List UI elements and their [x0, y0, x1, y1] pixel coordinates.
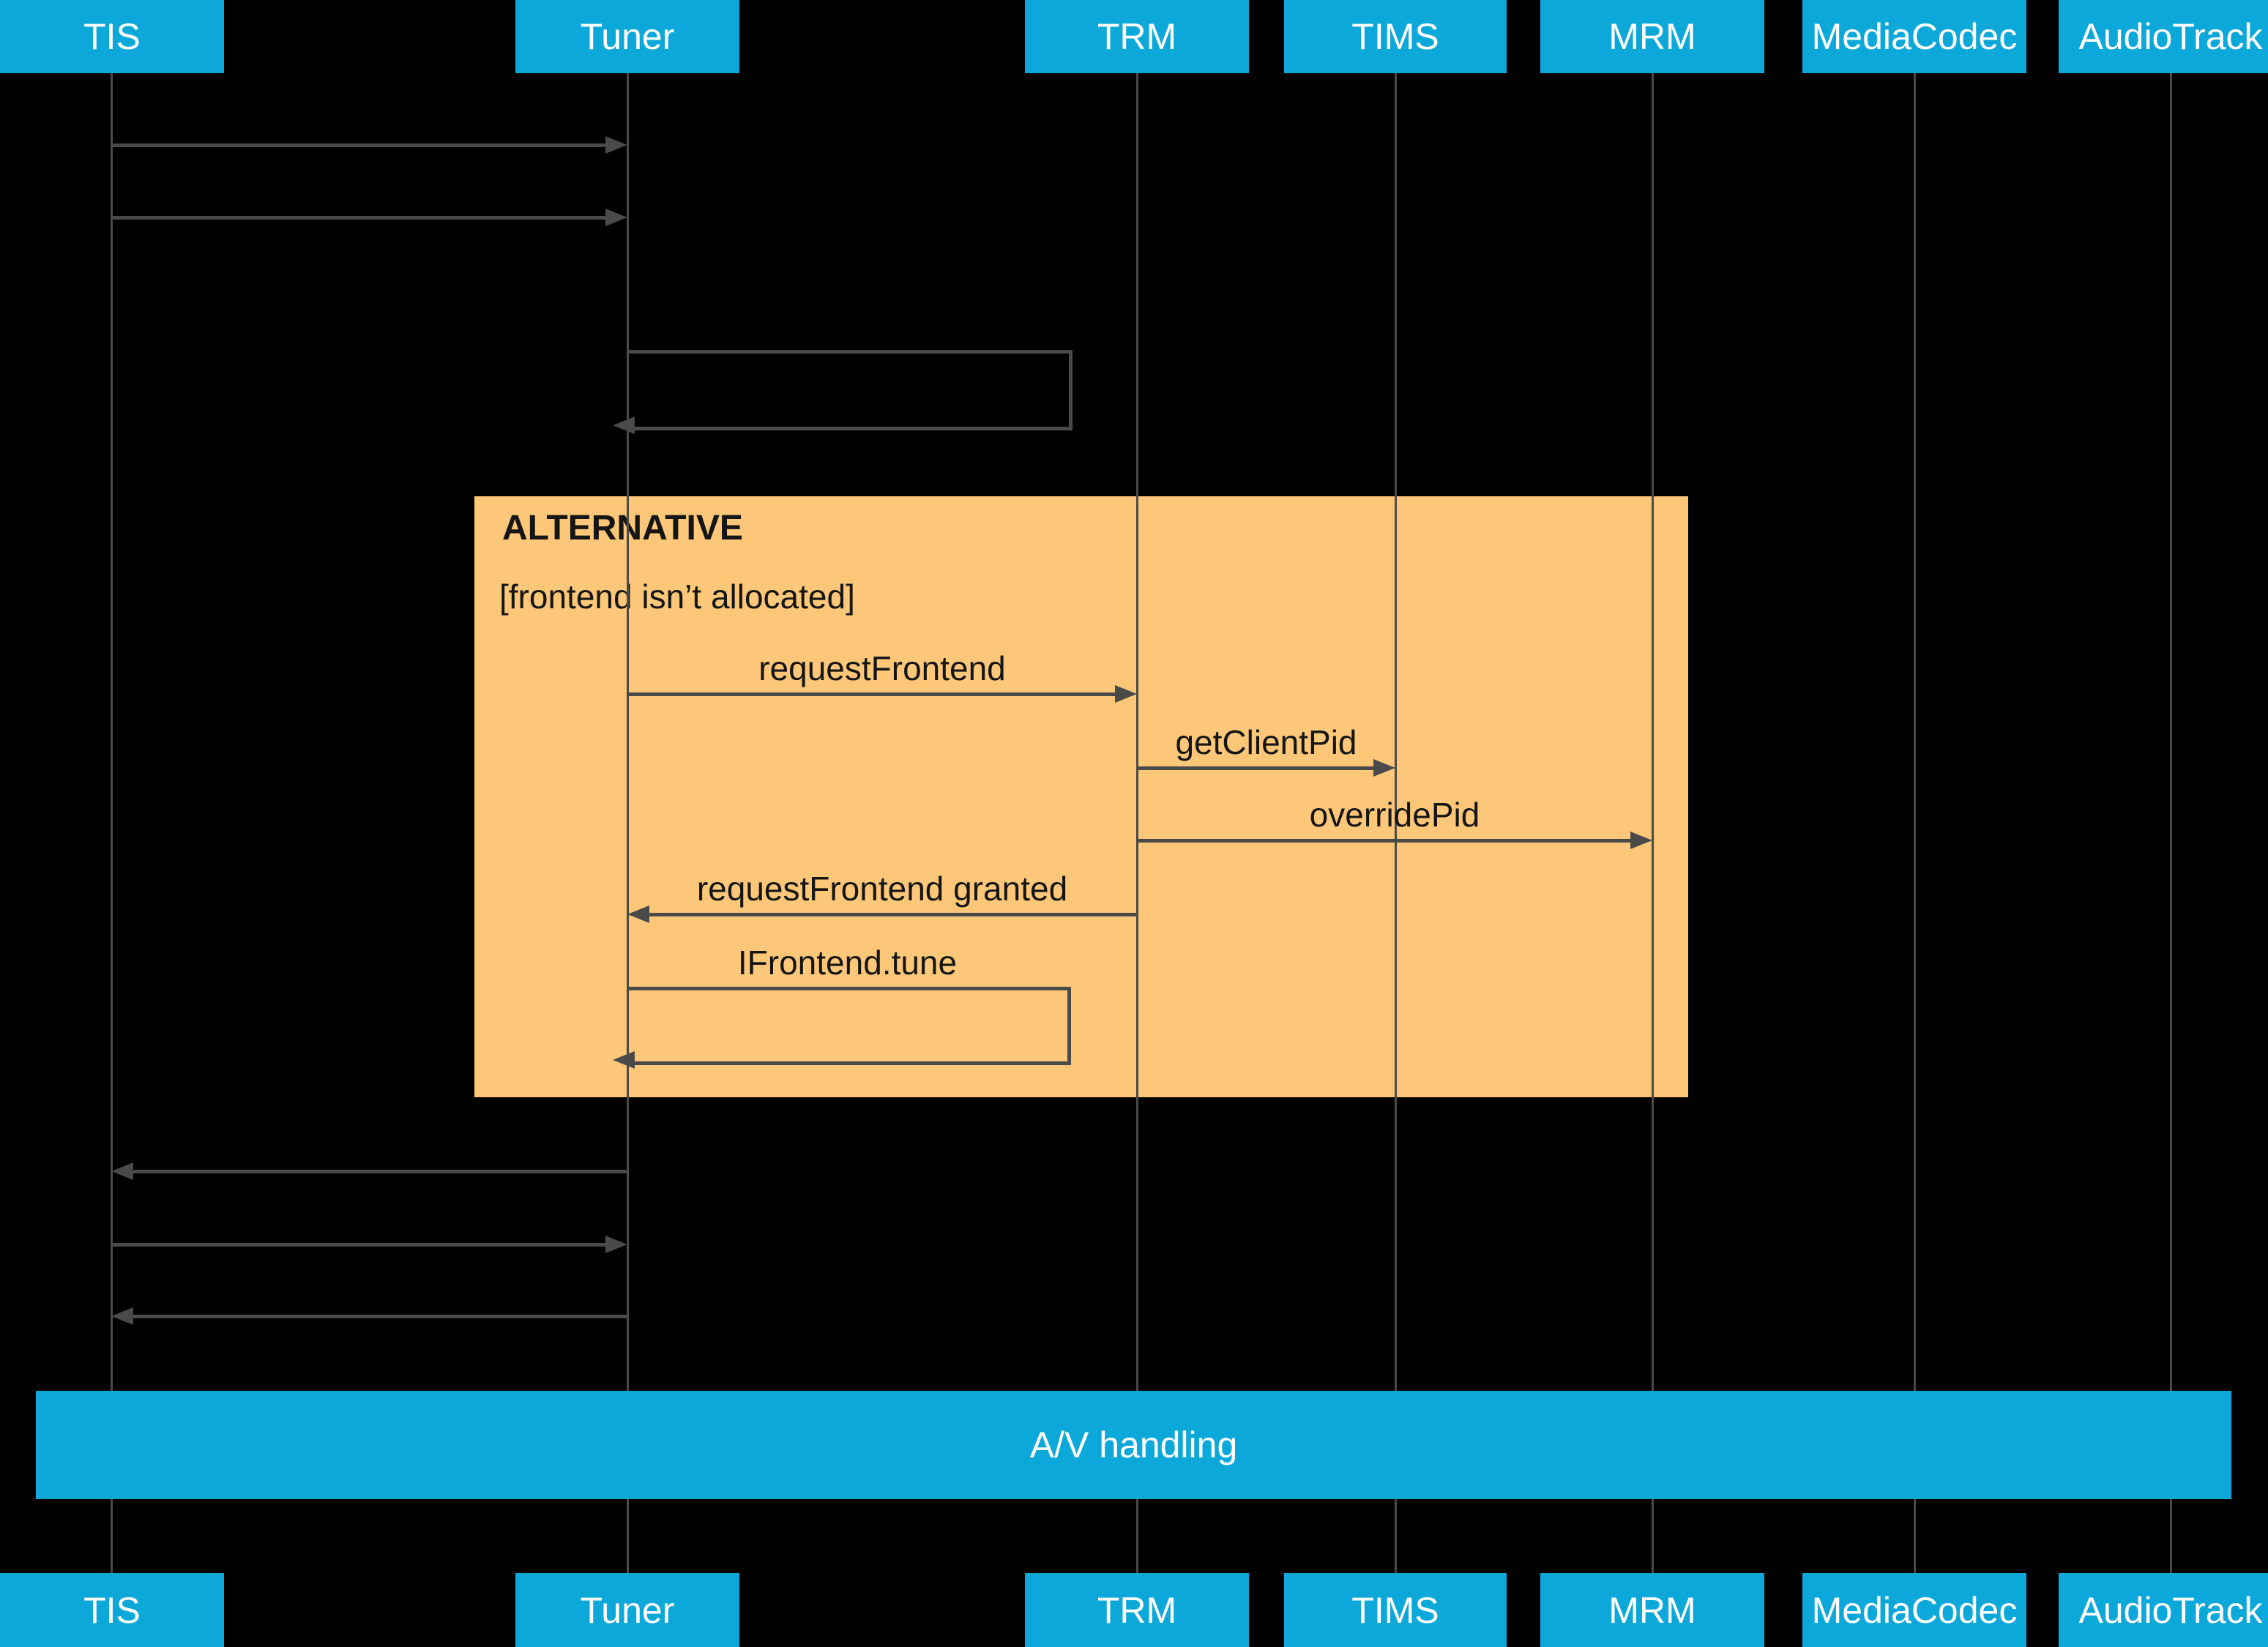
- alternative-frame-title: ALTERNATIVE: [502, 509, 743, 548]
- message-4-arrowhead: [1373, 759, 1395, 777]
- message-10-arrowhead: [111, 1307, 133, 1325]
- message-3-line: [627, 692, 1116, 696]
- lifeline-tuner: [627, 73, 629, 1573]
- actor-top-tuner: Tuner: [515, 0, 739, 73]
- lifeline-tis: [111, 73, 113, 1573]
- message-1-line: [111, 216, 607, 220]
- message-8-line: [132, 1170, 627, 1173]
- actor-top-tis: TIS: [0, 0, 224, 73]
- message-3-arrowhead: [1115, 685, 1137, 703]
- message-6-arrowhead: [627, 905, 649, 923]
- message-7-label: IFrontend.tune: [737, 944, 958, 982]
- av-handling-band: A/V handling: [36, 1391, 2231, 1499]
- actor-top-tims: TIMS: [1284, 0, 1507, 73]
- message-6-label: requestFrontend granted: [696, 870, 1068, 908]
- message-2-self-call: [627, 350, 1073, 430]
- message-8-arrowhead: [111, 1162, 133, 1180]
- message-9-arrowhead: [605, 1236, 627, 1253]
- actor-bottom-tims: TIMS: [1284, 1573, 1507, 1647]
- message-6-line: [648, 913, 1137, 916]
- actor-top-audiotrack: AudioTrack: [2059, 0, 2268, 73]
- lifeline-tims: [1395, 73, 1397, 1573]
- lifeline-audiotrack: [2170, 73, 2172, 1573]
- message-5-arrowhead: [1630, 832, 1652, 849]
- message-4-label: getClientPid: [1175, 723, 1357, 761]
- message-10-line: [132, 1315, 627, 1318]
- message-7-self-call: [627, 987, 1071, 1065]
- message-1-arrowhead: [605, 209, 627, 226]
- message-7-arrowhead: [613, 1051, 635, 1069]
- message-3-label: requestFrontend: [758, 649, 1006, 687]
- message-2-arrowhead: [613, 417, 635, 434]
- alternative-frame: ALTERNATIVE [frontend isn’t allocated]: [474, 496, 1688, 1097]
- actor-bottom-audiotrack: AudioTrack: [2059, 1573, 2268, 1647]
- actor-bottom-mediacodec: MediaCodec: [1802, 1573, 2026, 1647]
- actor-bottom-tuner: Tuner: [515, 1573, 739, 1647]
- av-handling-label: A/V handling: [1029, 1424, 1238, 1465]
- actor-top-mediacodec: MediaCodec: [1802, 0, 2026, 73]
- message-9-line: [111, 1243, 607, 1247]
- lifeline-mediacodec: [1914, 73, 1916, 1573]
- message-4-line: [1137, 766, 1375, 770]
- message-0-line: [111, 143, 607, 147]
- message-5-label: overridePid: [1309, 796, 1480, 834]
- actor-top-trm: TRM: [1025, 0, 1249, 73]
- actor-bottom-tis: TIS: [0, 1573, 224, 1647]
- message-0-arrowhead: [605, 136, 627, 154]
- actor-bottom-trm: TRM: [1025, 1573, 1249, 1647]
- actor-top-mrm: MRM: [1540, 0, 1764, 73]
- actor-bottom-mrm: MRM: [1540, 1573, 1764, 1647]
- lifeline-mrm: [1652, 73, 1654, 1573]
- alternative-frame-guard: [frontend isn’t allocated]: [499, 578, 855, 616]
- lifeline-trm: [1136, 73, 1138, 1573]
- message-5-line: [1137, 839, 1632, 843]
